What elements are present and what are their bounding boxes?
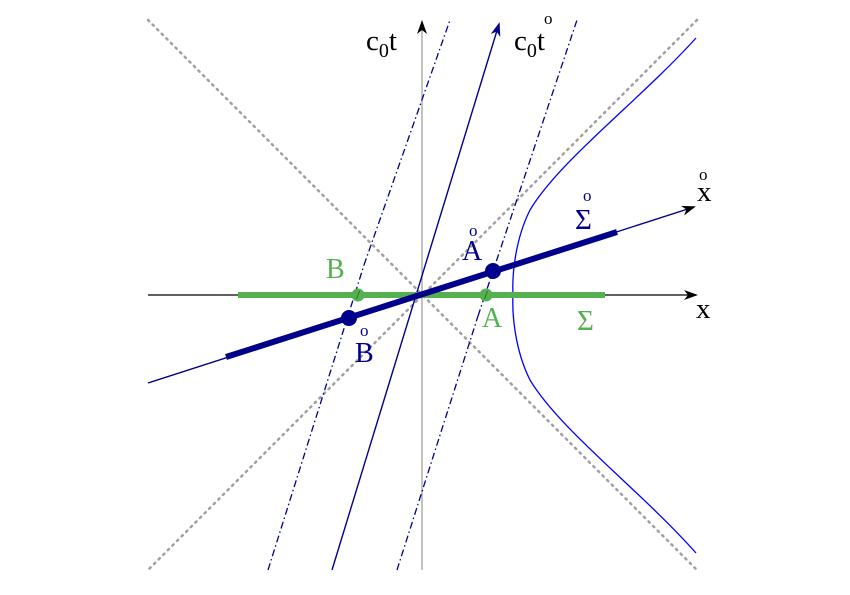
light-cone-line-2: [146, 18, 699, 572]
point-bp-label: B: [355, 338, 374, 369]
tp-axis-label: c0t: [514, 25, 545, 62]
sigma-prime-label: Σ: [575, 204, 592, 236]
xp-axis-mark: o: [699, 165, 708, 184]
x-axis-label: x: [696, 293, 711, 325]
sigma-prime-segment: [225, 229, 618, 360]
t-axis-label: c0t: [366, 25, 397, 62]
worldline-a-left: [396, 315, 479, 571]
point-b-tick: [356, 290, 360, 300]
worldline-a-right: [477, 19, 578, 317]
tp-axis-mark: o: [544, 9, 553, 28]
point-ap-label: A: [462, 236, 483, 267]
point-ap-marker: [485, 263, 501, 279]
sigma-label: Σ: [577, 305, 594, 337]
sigma-prime-mark: o: [583, 186, 592, 205]
point-a-tick: [484, 290, 488, 300]
point-ap-mark: o: [469, 221, 478, 240]
point-b-label: B: [326, 254, 345, 285]
point-bp-mark: o: [360, 321, 369, 340]
light-cone-line-1: [146, 18, 699, 572]
point-bp-marker: [341, 310, 357, 326]
point-a-label: A: [482, 303, 503, 334]
xp-axis-label: x: [697, 176, 712, 208]
